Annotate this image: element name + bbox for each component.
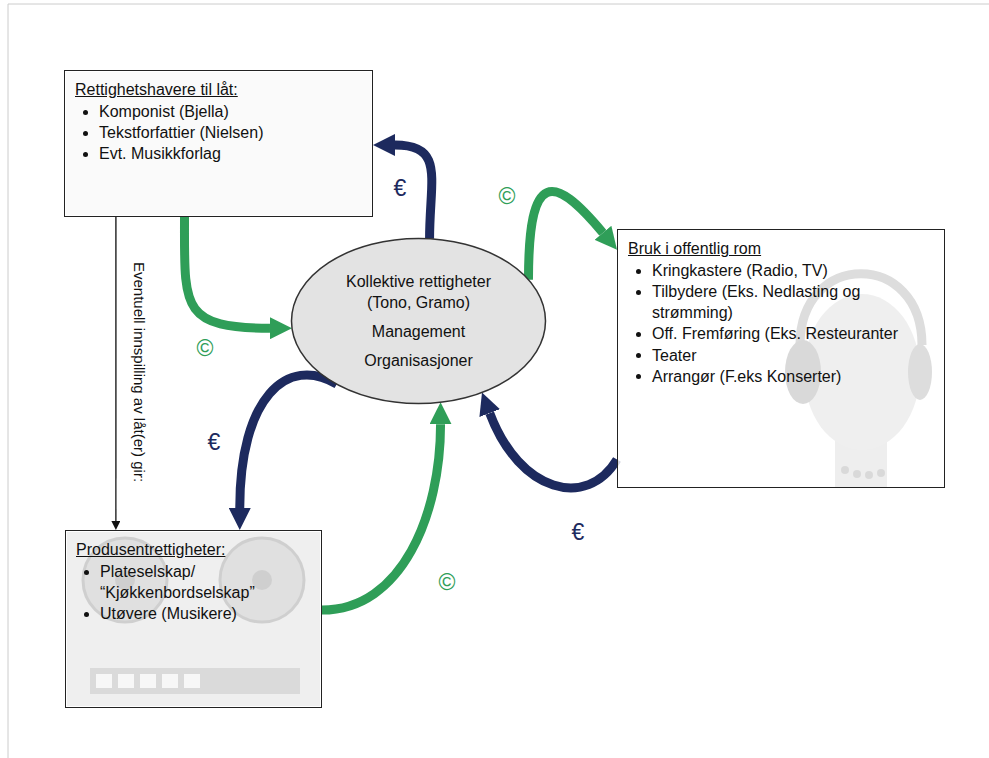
edge-symbol: € xyxy=(208,431,221,454)
edge-symbol: © xyxy=(439,571,456,594)
ellipse-text: Management xyxy=(372,321,465,342)
recording-arrow xyxy=(115,217,116,521)
collective-rights-ellipse: Kollektive rettigheter (Tono, Gramo) Mana… xyxy=(290,237,547,405)
edge-symbol: € xyxy=(394,177,407,200)
bullet-item: Komponist (Bjella) xyxy=(75,101,362,122)
box-heading: Produsentrettigheter: xyxy=(76,539,311,560)
page-frame xyxy=(8,4,989,5)
ellipse-outline xyxy=(290,237,547,405)
flow-arrow xyxy=(322,424,441,610)
bullet-item: Tekstforfattier (Nielsen) xyxy=(75,122,362,143)
flow-arrow xyxy=(490,413,617,488)
edge-symbol: © xyxy=(499,185,516,208)
public-use-box: Bruk i offentlig romKringkastere (Radio,… xyxy=(617,229,945,488)
page-frame xyxy=(8,4,9,758)
ellipse-text: Kollektive rettigheter (Tono, Gramo) xyxy=(344,271,494,313)
bullet-item: Teater xyxy=(628,345,934,366)
bullet-item: Evt. Musikkforlag xyxy=(75,143,362,164)
bullet-item: Off. Fremføring (Eks. Resteuranter xyxy=(628,323,934,344)
bullet-item: Kringkastere (Radio, TV) xyxy=(628,260,934,281)
bullet-item: Arrangør (F.eks Konserter) xyxy=(628,366,934,387)
flow-arrow xyxy=(528,191,602,279)
edge-note: Eventuell innspilling av låt(er) gir: xyxy=(132,262,147,482)
bullet-item: Utøvere (Musikere) xyxy=(76,603,311,624)
rights-holder-box: Rettighetshavere til låt:Komponist (Bjel… xyxy=(64,70,373,217)
box-heading: Rettighetshavere til låt: xyxy=(75,79,362,100)
bullet-item: Tilbydere (Eks. Nedlasting og strømming) xyxy=(628,281,934,323)
bullet-item: Plateselskap/ “Kjøkkenbordselskap” xyxy=(76,561,311,603)
producer-rights-box: Produsentrettigheter:Plateselskap/ “Kjøk… xyxy=(65,530,322,708)
edge-symbol: € xyxy=(572,521,585,544)
ellipse-text: Organisasjoner xyxy=(364,350,473,371)
ellipse-shape xyxy=(292,239,546,404)
edge-symbol: © xyxy=(197,337,214,360)
flow-arrow xyxy=(184,217,270,328)
box-heading: Bruk i offentlig rom xyxy=(628,238,934,259)
flow-arrow xyxy=(240,375,337,508)
